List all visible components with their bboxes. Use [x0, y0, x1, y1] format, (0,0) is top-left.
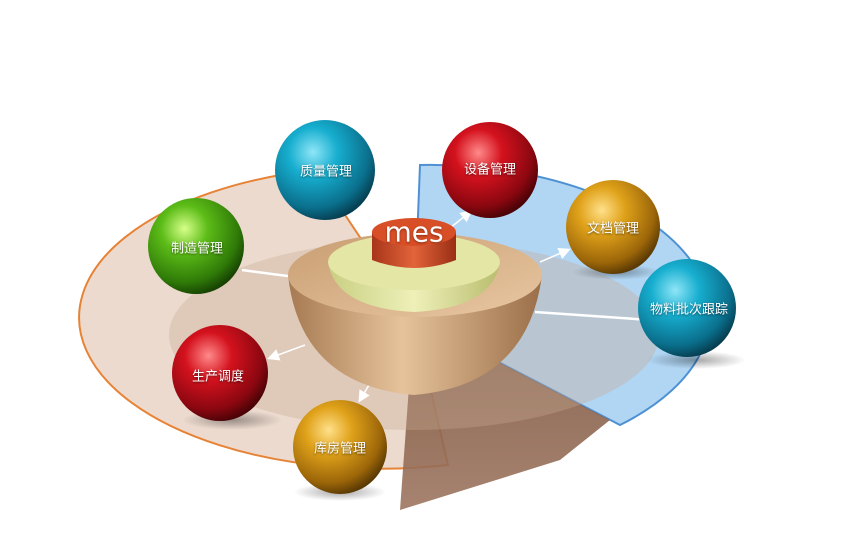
ball-scheduling: [172, 325, 268, 421]
connector-batch: [534, 310, 651, 322]
ball-equipment: [442, 122, 538, 218]
shadow-batch: [646, 351, 746, 369]
center-cylinder-top: [372, 218, 456, 246]
ball-documents: [566, 180, 660, 274]
connector-documents: [539, 248, 571, 263]
ball-quality: [275, 120, 375, 220]
ball-warehouse: [293, 400, 387, 494]
connector-scheduling: [267, 344, 306, 361]
connector-equipment: [449, 210, 473, 229]
ball-batch: [638, 259, 736, 357]
ball-manufacturing: [148, 198, 244, 294]
